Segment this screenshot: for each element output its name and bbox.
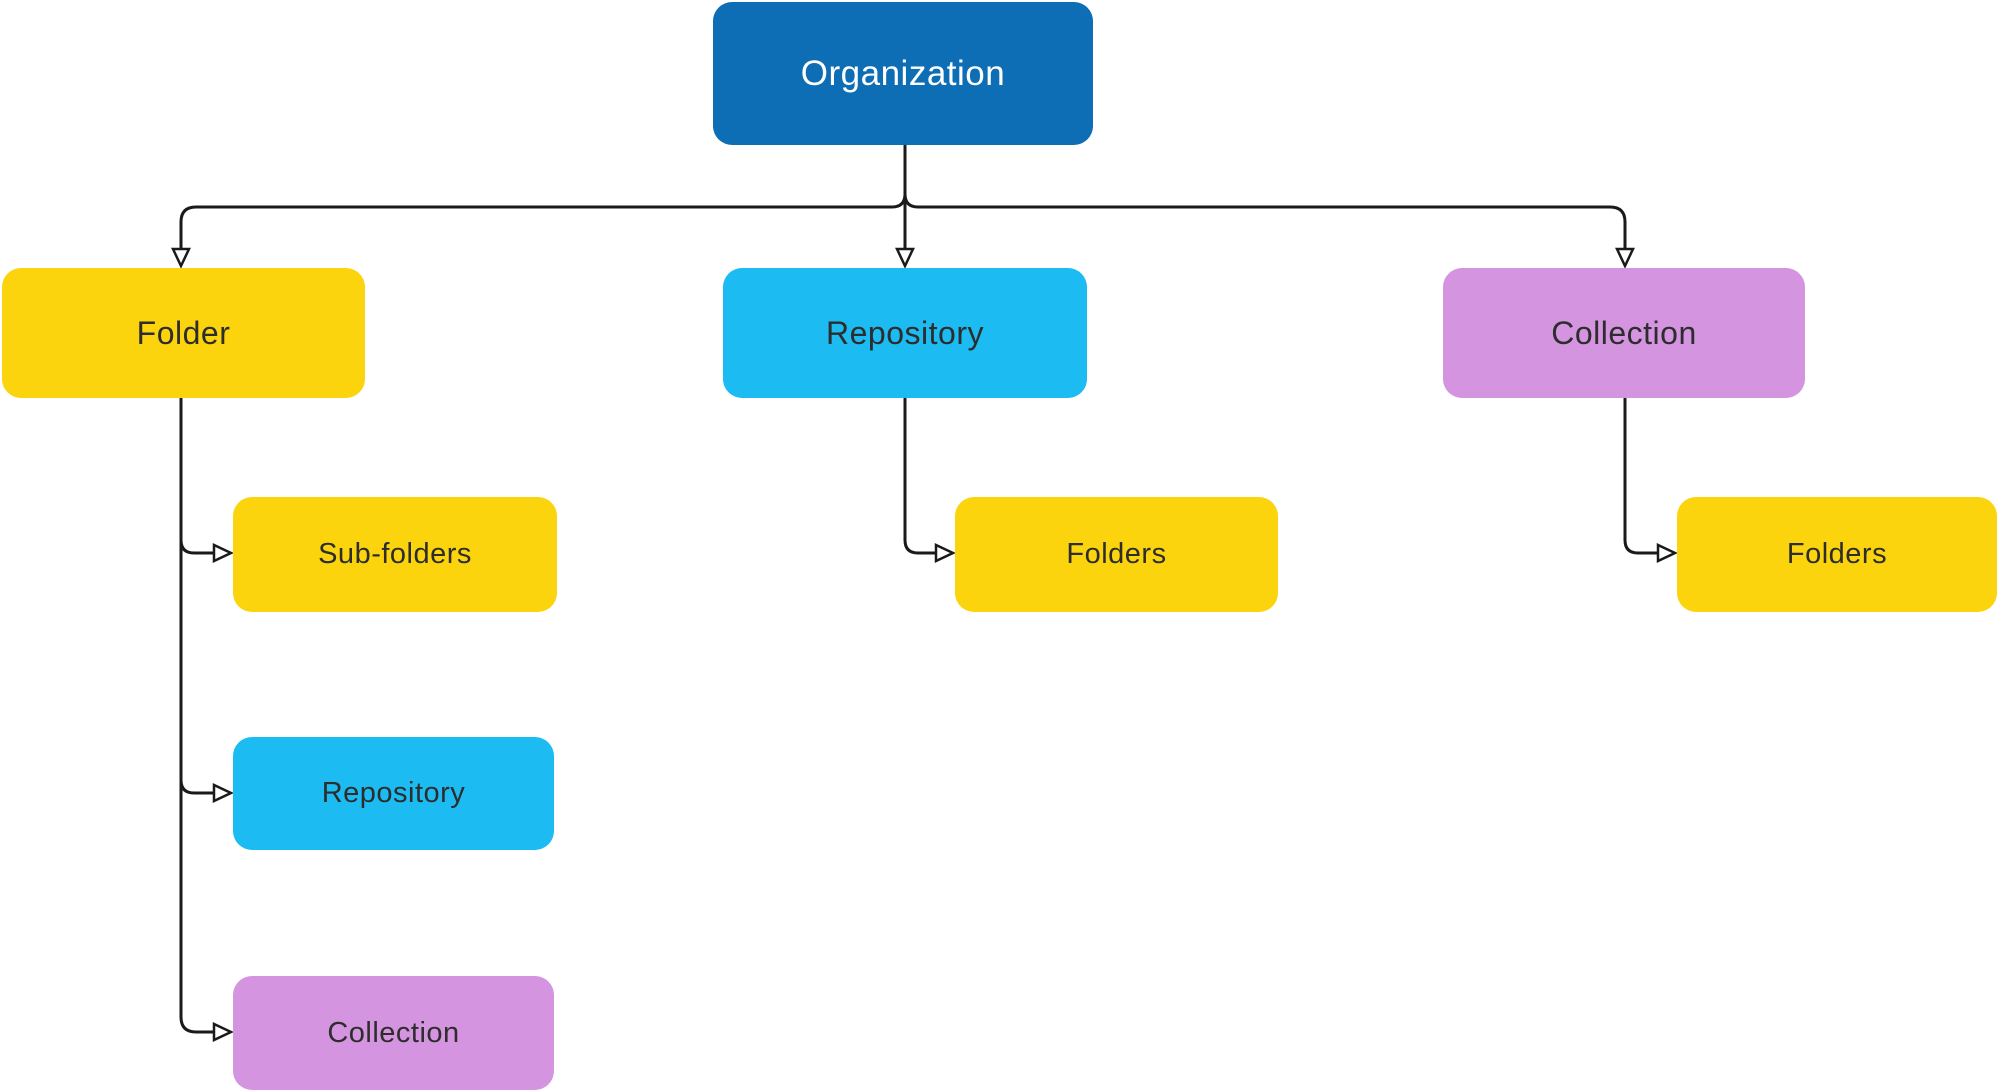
node-label: Folders [1066,538,1167,570]
edge-organization-collection [903,193,1627,250]
edge-repository-folders [903,398,936,555]
arrowhead-right-icon [1656,543,1678,563]
arrowhead-right-icon [212,1022,234,1042]
arrowhead-down-icon [1615,247,1635,269]
arrowhead-right-icon [934,543,956,563]
node-folder: Folder [2,268,365,398]
arrowhead-down-icon [895,247,915,269]
node-label: Repository [321,777,466,809]
node-label: Collection [327,1016,460,1049]
edge-folder-repository-child [179,779,214,795]
node-repository: Repository [723,268,1087,398]
node-folder-repository: Repository [233,737,554,850]
node-label: Organization [800,53,1006,93]
arrowhead-right-icon [212,783,234,803]
node-repository-folders: Folders [955,497,1278,612]
node-label: Repository [826,314,984,351]
arrowhead-down-icon [171,247,191,269]
node-label: Sub-folders [318,538,472,570]
node-organization: Organization [713,2,1093,145]
node-collection-folders: Folders [1677,497,1997,612]
edge-collection-folders [1623,398,1658,555]
edge-folder-subfolders [179,539,214,555]
edge-organization-folder [179,193,907,250]
node-label: Folders [1786,538,1888,570]
edge-folder-collection-child [179,398,214,1034]
node-folder-collection: Collection [233,976,554,1090]
node-label: Collection [1551,314,1697,351]
node-label: Folder [136,314,231,351]
node-collection: Collection [1443,268,1805,398]
node-sub-folders: Sub-folders [233,497,557,612]
arrowhead-right-icon [212,543,234,563]
